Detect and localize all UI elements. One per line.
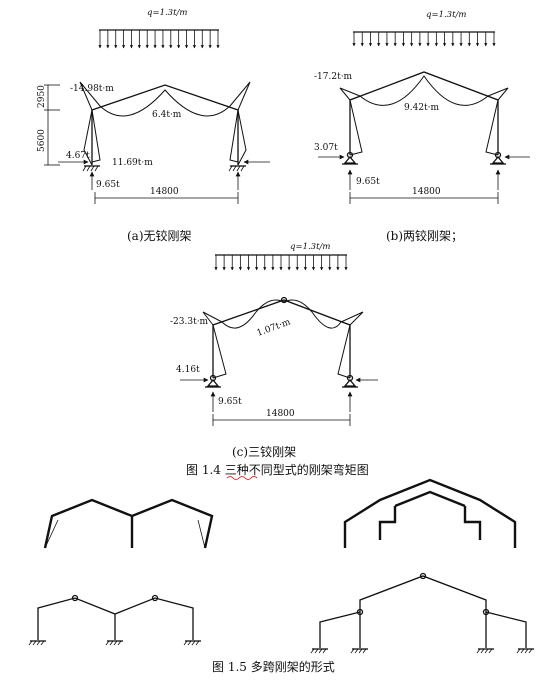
load-label-c: q=1.3t/m [290,242,330,252]
span-a: 14800 [150,187,179,197]
frame-b [339,71,509,165]
force-v-a: 9.65t [96,180,120,190]
dim-col-a: 5600 [37,129,47,152]
moment-base-a: 11.69t·m [112,158,153,168]
load-arrows-c [214,255,348,271]
force-h-b: 3.07t [314,143,338,153]
caption-a: (a)无铰刚架 [127,228,192,243]
frame-a [79,81,251,172]
forces-a: 4.67t 9.65t -14.98t·m 6.4t·m 11.69t·m [58,84,270,190]
moment-mid-c: 1.07t·m [256,317,293,339]
force-h-a: 4.67t [66,151,90,161]
diagram-c-three-hinged-frame: q=1.3t/m 14800 [170,242,378,459]
load-a: q=1.3t/m [98,8,220,49]
load-b: q=1.3t/m [352,10,496,47]
load-c: q=1.3t/m [214,242,348,271]
moment-mid-a: 6.4t·m [152,110,182,120]
load-label-a: q=1.3t/m [147,8,187,18]
forces-b: 3.07t 9.65t -17.2t·m 9.42t·m [314,72,530,190]
multi-span-frame-3 [28,594,201,646]
moment-knee-c: -23.3t·m [170,317,209,327]
diagram-a-fixed-frame: q=1.3t/m 2950 56 [37,8,270,243]
span-b: 14800 [412,187,441,197]
caption-c: (c)三铰刚架 [232,444,296,459]
figure-1-5-caption: 图 1.5 多跨刚架的形式 [212,659,335,674]
load-arrows-a [98,30,220,49]
frame-c [202,296,364,388]
dim-top-a: 2950 [37,85,47,108]
multi-span-frame-4 [310,572,534,654]
dims-b: 14800 [349,187,499,204]
force-v-b: 9.65t [356,177,380,187]
force-v-c: 9.65t [218,397,242,407]
dims-a: 2950 5600 14800 [37,84,239,204]
diagram-b-two-hinged-frame: q=1.3t/m 14800 [314,10,530,243]
force-h-c: 4.16t [176,365,200,375]
dims-c: 14800 [212,409,351,426]
forces-c: 4.16t 9.65t -23.3t·m 1.07t·m [170,317,378,412]
moment-knee-b: -17.2t·m [314,72,353,82]
moment-knee-a: -14.98t·m [70,84,114,94]
multi-span-frame-2 [343,478,517,548]
spellcheck-underline [226,476,258,480]
multi-span-frame-1 [43,498,214,549]
figure-1-4-caption: 图 1.4 三种不同型式的刚架弯矩图 [186,462,369,477]
load-label-b: q=1.3t/m [426,10,466,20]
span-c: 14800 [266,409,295,419]
load-arrows-b [352,32,496,47]
caption-b: (b)两铰刚架； [386,228,463,243]
moment-mid-b: 9.42t·m [404,103,440,113]
